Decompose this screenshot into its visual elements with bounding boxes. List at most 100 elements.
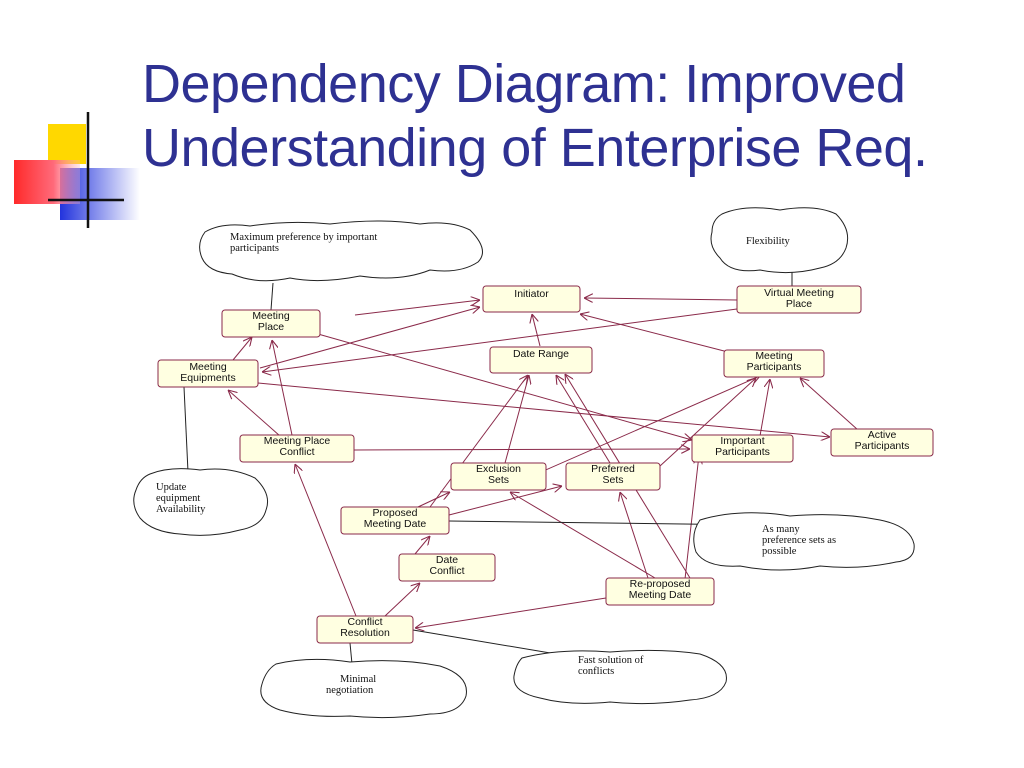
arrow-equipments-to-meeting-place bbox=[232, 337, 252, 361]
note-minimal-line-2: negotiation bbox=[326, 685, 374, 696]
node-date-conflict-label-2: Conflict bbox=[429, 565, 464, 577]
node-virtual-label-2: Place bbox=[786, 298, 812, 310]
deco-red-square bbox=[14, 160, 80, 204]
note-max-preference-line-2: participants bbox=[230, 243, 279, 254]
node-exclusion-label-2: Sets bbox=[488, 474, 509, 486]
node-date-conflict[interactable]: Date Conflict bbox=[398, 553, 496, 582]
note-update-equipment: Update equipment Availability bbox=[133, 468, 269, 536]
svg-text:Resolution: Resolution bbox=[340, 627, 390, 639]
svg-text:Sets: Sets bbox=[602, 474, 623, 486]
note-many-preference-line-1: As many bbox=[762, 524, 800, 535]
node-initiator[interactable]: Initiator bbox=[482, 285, 581, 313]
svg-text:Meeting Date: Meeting Date bbox=[364, 518, 427, 530]
note-update-equipment-line-2: equipment bbox=[156, 493, 200, 504]
node-date-range[interactable]: Date Range bbox=[489, 346, 593, 374]
node-reproposed-label-1: Re-proposed bbox=[630, 578, 691, 590]
svg-text:Date: Date bbox=[436, 554, 458, 566]
note-minimal-line-1: Minimal bbox=[340, 674, 376, 685]
note-fast-line-2: conflicts bbox=[578, 666, 614, 677]
node-exclusion-sets[interactable]: Exclusion Sets bbox=[450, 462, 547, 491]
note-update-equipment-line-3: Availability bbox=[156, 504, 206, 515]
node-active-label-2: Participants bbox=[855, 440, 910, 452]
arrow-virtual-to-initiator bbox=[584, 298, 738, 300]
arrow-meeting-place-to-initiator bbox=[354, 300, 480, 316]
svg-text:Place: Place bbox=[258, 321, 284, 333]
node-participants-label-1: Meeting bbox=[755, 350, 793, 362]
deco-yellow-square bbox=[48, 124, 86, 164]
node-reproposed-label-2: Meeting Date bbox=[629, 589, 692, 601]
arrow-reproposed-to-resolution bbox=[415, 597, 607, 628]
node-exclusion-label-1: Exclusion bbox=[476, 463, 521, 475]
arrow-mp-conflict-to-important bbox=[353, 449, 690, 450]
link-max-pref-to-meeting-place bbox=[270, 282, 274, 311]
node-conflict-resolution[interactable]: Conflict Resolution bbox=[316, 615, 414, 644]
arrow-equipments-to-initiator bbox=[259, 307, 480, 369]
svg-text:Active: Active bbox=[868, 429, 897, 441]
svg-text:Conflict: Conflict bbox=[347, 616, 382, 628]
note-fast-solution: Fast solution of conflicts bbox=[513, 649, 727, 705]
arrow-exclusion-to-daterange bbox=[504, 375, 529, 464]
node-meeting-participants[interactable]: Meeting Participants bbox=[723, 349, 825, 378]
arrow-virtual-to-equipments bbox=[262, 308, 738, 372]
node-proposed-meeting-date[interactable]: Proposed Meeting Date bbox=[340, 506, 450, 535]
arrow-participants-to-initiator bbox=[580, 314, 729, 353]
node-re-proposed-meeting-date[interactable]: Re-proposed Meeting Date bbox=[605, 577, 715, 606]
svg-text:Maximum preference by importan: Maximum preference by important bbox=[230, 232, 377, 243]
slide-title: Dependency Diagram: Improved Understandi… bbox=[142, 52, 1012, 180]
svg-text:Participants: Participants bbox=[855, 440, 910, 452]
node-date-conflict-label-1: Date bbox=[436, 554, 458, 566]
svg-text:Availability: Availability bbox=[156, 504, 206, 515]
note-max-preference-line-1: Maximum preference by important bbox=[230, 232, 377, 243]
svg-text:Initiator: Initiator bbox=[514, 288, 549, 300]
svg-text:As many: As many bbox=[762, 524, 800, 535]
node-meeting-place-label-1: Meeting bbox=[252, 310, 290, 322]
node-meeting-place-label-2: Place bbox=[258, 321, 284, 333]
svg-text:Conflict: Conflict bbox=[279, 446, 314, 458]
node-meeting-equipments[interactable]: Meeting Equipments bbox=[157, 359, 259, 388]
node-date-range-label: Date Range bbox=[513, 348, 569, 360]
svg-text:Meeting Place: Meeting Place bbox=[264, 435, 331, 447]
svg-text:Re-proposed: Re-proposed bbox=[630, 578, 691, 590]
arrow-resolution-to-mp-conflict bbox=[295, 464, 357, 617]
link-update-to-equipments bbox=[183, 386, 189, 473]
dependency-arrows bbox=[228, 298, 859, 628]
arrow-preferred-to-participants bbox=[659, 378, 756, 467]
node-mp-conflict-label-1: Meeting Place bbox=[264, 435, 331, 447]
svg-text:Meeting: Meeting bbox=[252, 310, 290, 322]
node-preferred-sets[interactable]: Preferred Sets bbox=[565, 462, 661, 491]
slide-title-line-1: Dependency Diagram: Improved bbox=[142, 54, 906, 114]
note-max-preference: Maximum preference by important particip… bbox=[199, 220, 483, 282]
svg-text:Meeting: Meeting bbox=[189, 361, 227, 373]
node-resolution-label-1: Conflict bbox=[347, 616, 382, 628]
note-many-preference-line-2: preference sets as bbox=[762, 535, 836, 546]
node-important-label-1: Important bbox=[720, 435, 764, 447]
decorative-squares-icon bbox=[14, 112, 140, 228]
node-important-participants[interactable]: Important Participants bbox=[691, 434, 794, 463]
arrow-proposed-to-preferred bbox=[448, 486, 562, 516]
slide-title-line-2: Understanding of Enterprise Req. bbox=[142, 118, 928, 178]
node-proposed-label-1: Proposed bbox=[373, 507, 418, 519]
node-meeting-place[interactable]: Meeting Place bbox=[221, 309, 321, 338]
arrow-proposed-to-exclusion bbox=[417, 492, 450, 508]
node-virtual-label-1: Virtual Meeting bbox=[764, 287, 834, 299]
note-many-preference: As many preference sets as possible bbox=[693, 512, 915, 571]
svg-text:negotiation: negotiation bbox=[326, 685, 374, 696]
node-active-participants[interactable]: Active Participants bbox=[830, 428, 934, 457]
svg-text:conflicts: conflicts bbox=[578, 666, 614, 677]
svg-text:Update: Update bbox=[156, 482, 187, 493]
svg-text:Date Range: Date Range bbox=[513, 348, 569, 360]
arrow-equipments-to-active bbox=[257, 382, 830, 437]
note-fast-line-1: Fast solution of bbox=[578, 655, 644, 666]
arrow-meeting-place-to-important bbox=[317, 333, 692, 440]
svg-text:equipment: equipment bbox=[156, 493, 200, 504]
node-meeting-place-conflict[interactable]: Meeting Place Conflict bbox=[239, 434, 355, 463]
svg-text:Flexibility: Flexibility bbox=[746, 236, 791, 247]
node-virtual-meeting-place[interactable]: Virtual Meeting Place bbox=[736, 285, 862, 314]
arrow-proposed-to-daterange bbox=[429, 375, 528, 508]
arrow-mp-conflict-to-meeting-place bbox=[272, 340, 293, 436]
note-minimal-negotiation: Minimal negotiation bbox=[260, 658, 467, 719]
note-many-preference-line-3: possible bbox=[762, 546, 797, 557]
svg-text:preference sets as: preference sets as bbox=[762, 535, 836, 546]
svg-text:Equipments: Equipments bbox=[180, 372, 235, 384]
